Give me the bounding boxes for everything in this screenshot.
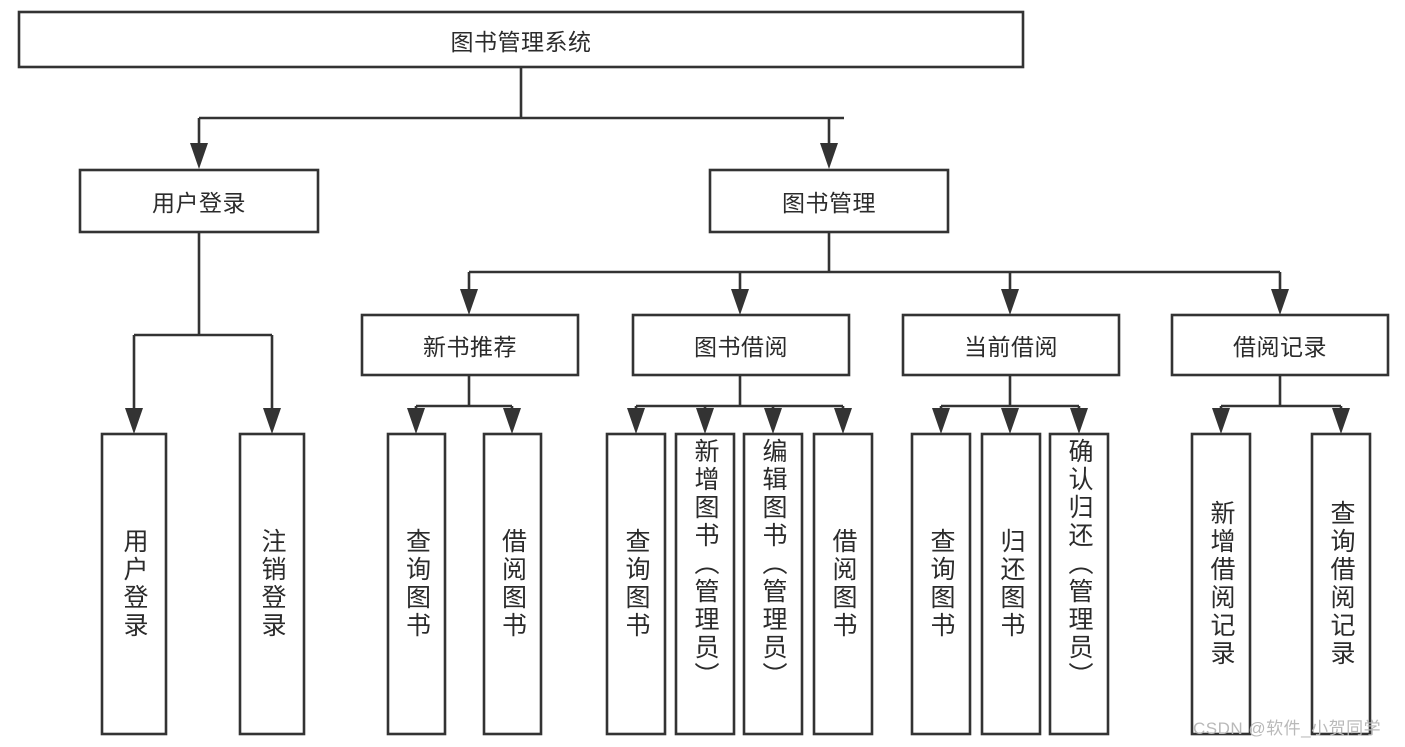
node-box-borrow-record[interactable]	[1170, 313, 1390, 377]
watermark-text: CSDN @软件_小贺同学	[1193, 719, 1382, 738]
connector-bookborrow-to-leaves	[627, 375, 852, 434]
node-box-leaf-logout[interactable]	[238, 432, 306, 736]
connector-newbook-to-leaves	[407, 375, 521, 434]
node-box-current-borrow[interactable]	[901, 313, 1121, 377]
node-box-leaf-return-book[interactable]	[980, 432, 1042, 736]
node-box-leaf-query-book-2[interactable]	[605, 432, 667, 736]
connector-borrowrecord-to-leaves	[1212, 375, 1350, 434]
node-box-leaf-borrow-book-2[interactable]	[812, 432, 874, 736]
connector-userlogin-to-leaves	[125, 232, 281, 434]
node-box-book-borrow[interactable]	[631, 313, 851, 377]
node-box-user-login[interactable]	[78, 168, 320, 234]
node-box-leaf-query-borrow-record[interactable]	[1310, 432, 1372, 736]
node-box-new-book-recommend[interactable]	[360, 313, 580, 377]
connector-currentborrow-to-leaves	[932, 375, 1088, 434]
node-box-leaf-add-borrow-record[interactable]	[1190, 432, 1252, 736]
connector-bookmgmt-to-level3	[460, 232, 1289, 315]
node-box-leaf-user-login[interactable]	[100, 432, 168, 736]
node-box-leaf-confirm-return-admin[interactable]	[1048, 432, 1110, 736]
node-box-leaf-query-book-1[interactable]	[386, 432, 447, 736]
node-box-root[interactable]	[17, 10, 1025, 69]
node-box-leaf-query-book-3[interactable]	[910, 432, 972, 736]
node-box-leaf-add-book-admin[interactable]	[674, 432, 736, 736]
node-box-leaf-edit-book-admin[interactable]	[742, 432, 804, 736]
node-box-book-management[interactable]	[708, 168, 950, 234]
connector-root-to-level2	[190, 67, 844, 169]
node-box-leaf-borrow-book-1[interactable]	[482, 432, 543, 736]
